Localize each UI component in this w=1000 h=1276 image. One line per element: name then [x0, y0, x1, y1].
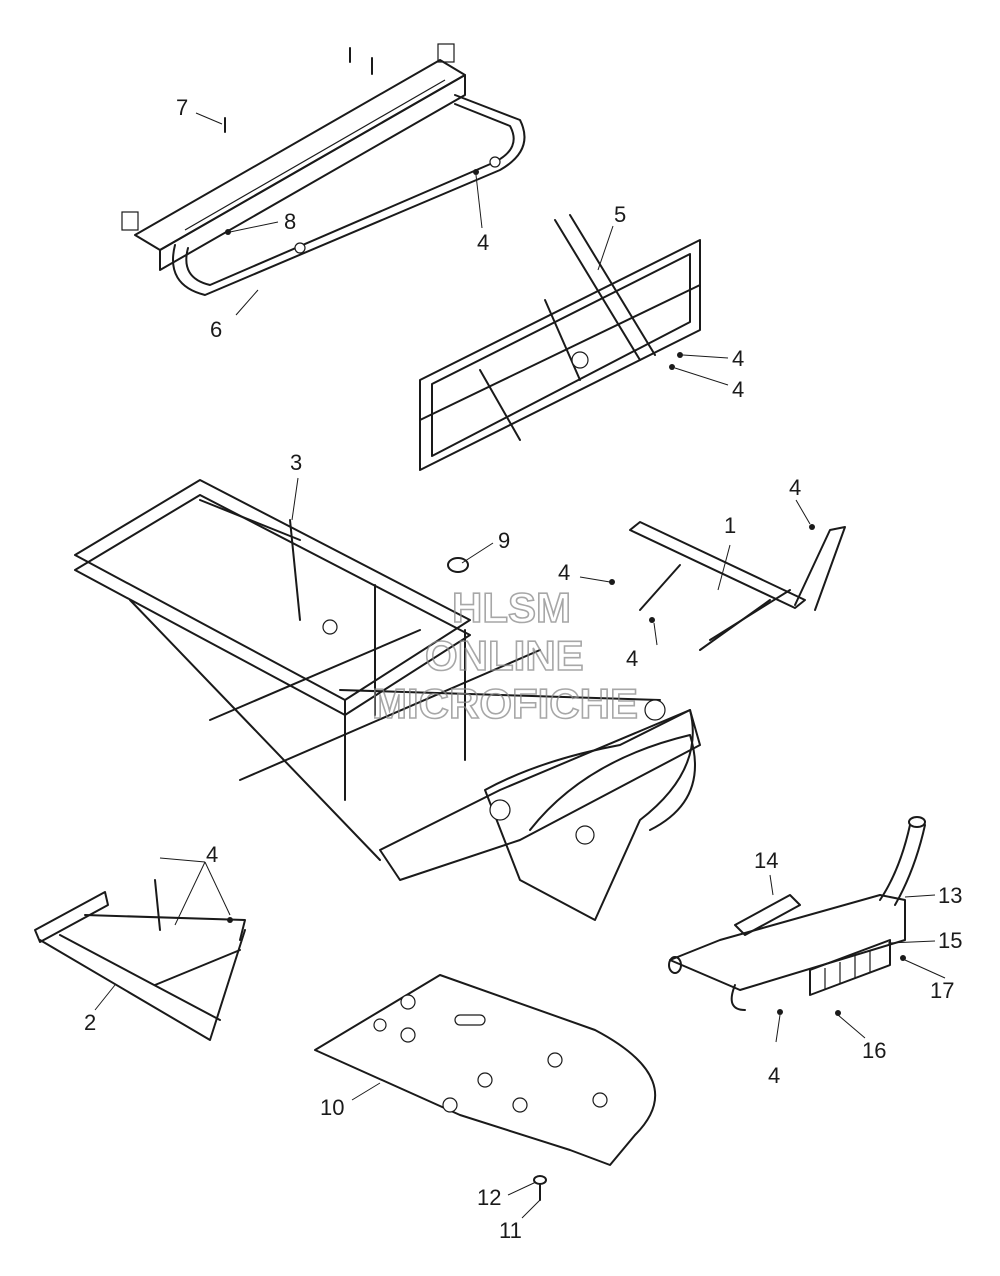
callout-1: 1 — [724, 513, 736, 538]
callout-16: 16 — [862, 1038, 886, 1063]
plug-part-9 — [447, 557, 469, 573]
skid-plate-part-10 — [314, 974, 657, 1166]
fasteners — [224, 47, 906, 1016]
callout-12: 12 — [477, 1185, 501, 1210]
watermark-line-3: MICROFICHE — [372, 680, 638, 727]
watermark: HLSM ONLINE MICROFICHE — [371, 583, 639, 728]
leader-lines — [94, 112, 946, 1219]
callout-4: 4 — [768, 1063, 780, 1088]
callout-8: 8 — [284, 209, 296, 234]
callout-4: 4 — [206, 842, 218, 867]
main-frame-part-3 — [74, 479, 701, 921]
callout-4: 4 — [477, 230, 489, 255]
callout-4: 4 — [789, 475, 801, 500]
watermark-line-1: HLSM — [452, 584, 571, 631]
callout-labels: 7 8 4 6 5 4 4 3 9 1 4 4 4 4 2 10 14 13 1… — [84, 95, 962, 1243]
callout-10: 10 — [320, 1095, 344, 1120]
front-bumper-part-13 — [668, 816, 926, 1011]
rear-support-frame-part-5 — [419, 214, 701, 471]
callout-2: 2 — [84, 1010, 96, 1035]
callout-9: 9 — [498, 528, 510, 553]
callout-13: 13 — [938, 883, 962, 908]
callout-15: 15 — [938, 928, 962, 953]
watermark-line-2: ONLINE — [425, 632, 584, 679]
callout-17: 17 — [930, 978, 954, 1003]
bed-frame-part-6 — [121, 43, 526, 296]
callout-3: 3 — [290, 450, 302, 475]
callout-4: 4 — [732, 346, 744, 371]
callout-4: 4 — [626, 646, 638, 671]
callout-4: 4 — [558, 560, 570, 585]
callout-6: 6 — [210, 317, 222, 342]
rear-bracket-part-1 — [629, 521, 846, 651]
callout-7: 7 — [176, 95, 188, 120]
grille-part-15 — [809, 939, 891, 996]
bracket-part-14 — [734, 894, 801, 936]
callout-5: 5 — [614, 202, 626, 227]
front-frame-part-2 — [34, 879, 246, 1041]
callout-11: 11 — [499, 1218, 522, 1243]
callout-4: 4 — [732, 377, 744, 402]
callout-14: 14 — [754, 848, 778, 873]
washer-part-12 — [533, 1175, 547, 1185]
